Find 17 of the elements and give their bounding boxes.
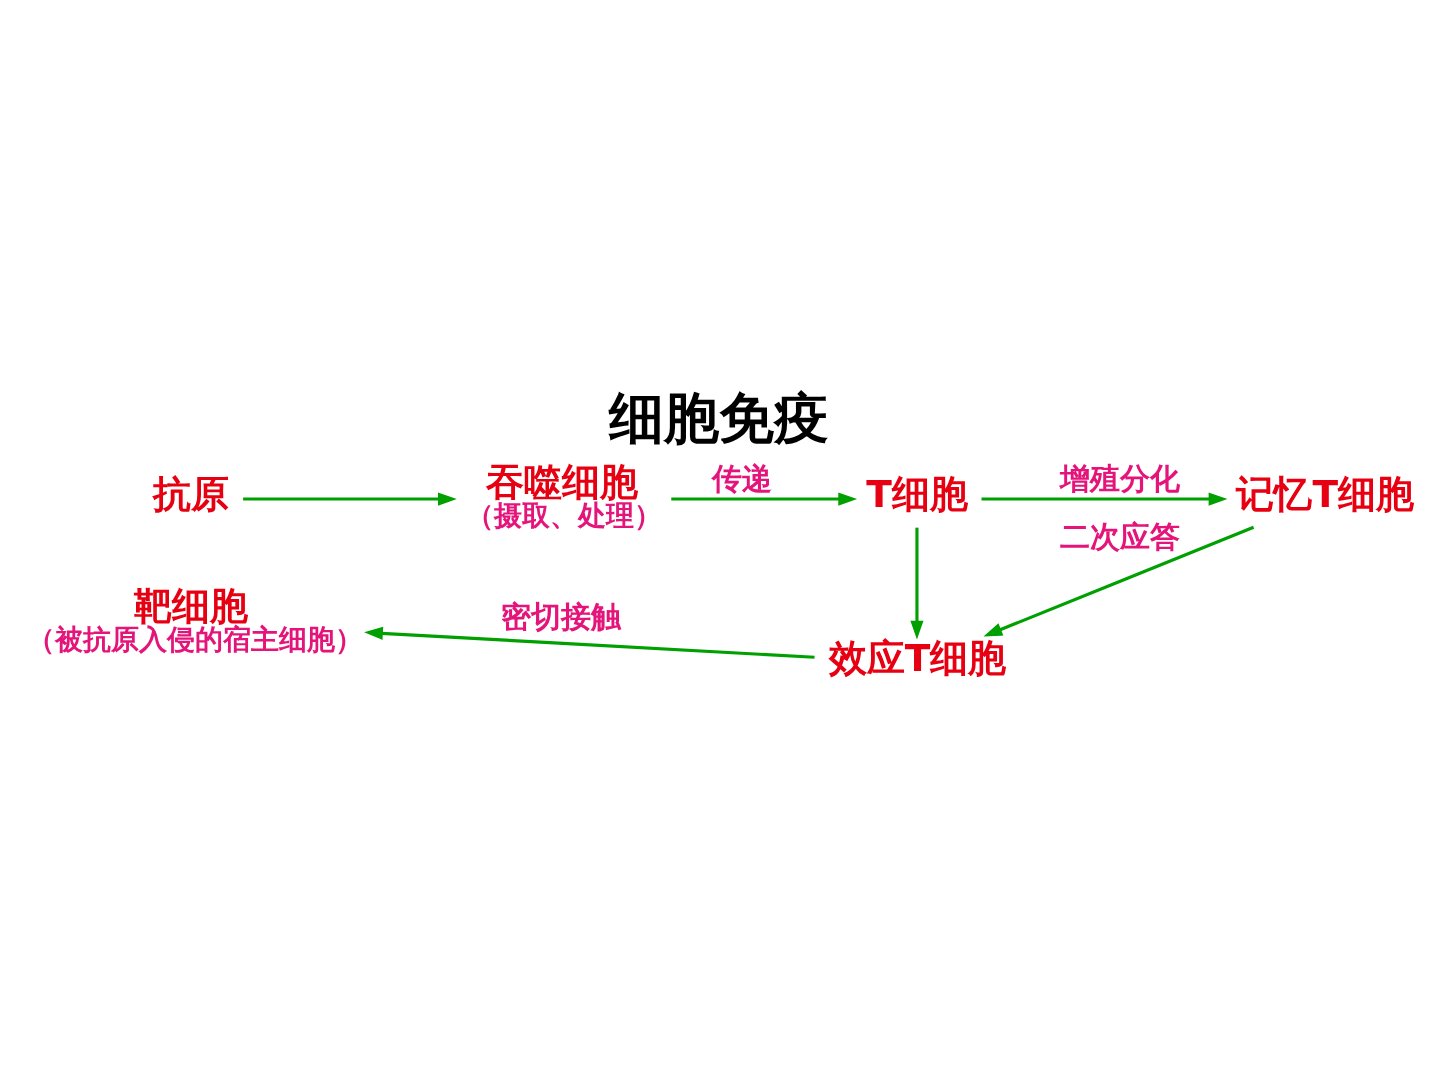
arrow bbox=[910, 527, 924, 640]
edge-label: 增殖分化 bbox=[1060, 461, 1181, 497]
edge-label: 传递 bbox=[712, 461, 773, 497]
node-text: 记忆T细胞 bbox=[1236, 472, 1415, 517]
diagram-title: 细胞免疫 bbox=[608, 385, 829, 450]
edge-label: 二次应答 bbox=[1060, 518, 1181, 554]
node-text: 抗原 bbox=[152, 472, 229, 517]
arrow bbox=[243, 492, 457, 506]
arrow bbox=[671, 492, 858, 506]
edge-label: 密切接触 bbox=[501, 598, 622, 634]
node-text: 靶细胞 （被抗原入侵的宿主细胞） bbox=[27, 584, 364, 655]
arrow bbox=[981, 492, 1228, 506]
arrow bbox=[983, 525, 1255, 637]
node-text: 吞噬细胞 （摄取、处理） bbox=[466, 460, 663, 531]
arrow bbox=[364, 626, 815, 659]
node-text: 效应T细胞 bbox=[828, 635, 1007, 680]
node-text: T细胞 bbox=[866, 472, 968, 517]
